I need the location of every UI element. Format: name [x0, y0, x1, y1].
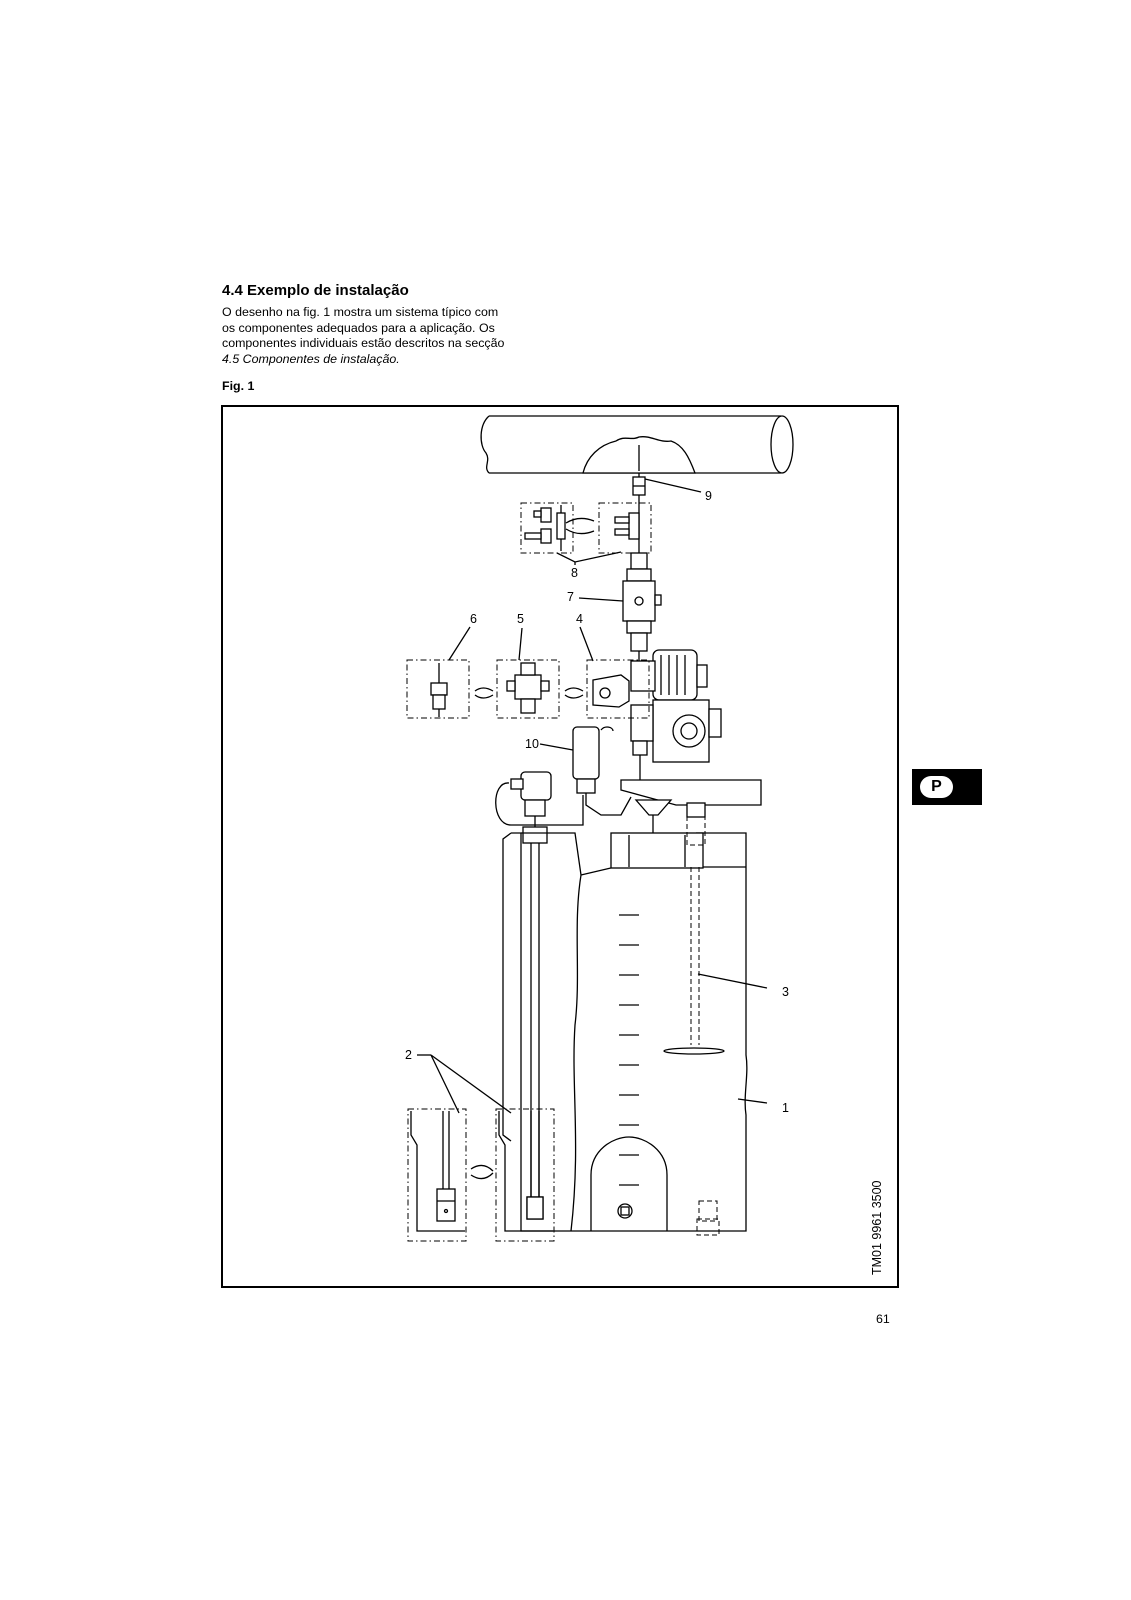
- injection-unit: [632, 476, 646, 496]
- callout-5: 5: [517, 612, 524, 626]
- callout-leaders: [417, 478, 768, 1114]
- figure-label: Fig. 1: [222, 379, 255, 393]
- callout-4: 4: [576, 612, 583, 626]
- pulsation-damper: [622, 552, 662, 652]
- page-number: 61: [876, 1312, 890, 1326]
- callout-10: 10: [525, 737, 539, 751]
- dosing-pump: [630, 649, 722, 790]
- valve-option-boxes: [520, 502, 652, 554]
- callout-7: 7: [567, 590, 574, 604]
- intro-paragraph: O desenho na fig. 1 mostra um sistema tí…: [222, 305, 552, 367]
- section-heading: 4.4 Exemplo de instalação: [222, 282, 409, 299]
- installation-figure: 1 2 3 4 5 6 7 8 9 10 TM01 9961 3500: [221, 405, 899, 1288]
- intro-line-1: O desenho na fig. 1 mostra um sistema tí…: [222, 305, 499, 319]
- figure-frame: [221, 405, 899, 1288]
- callout-9: 9: [705, 489, 712, 503]
- callout-1: 1: [782, 1101, 789, 1115]
- drawing-code: TM01 9961 3500: [870, 1180, 884, 1275]
- language-tab: P: [912, 769, 982, 805]
- suction-option-boxes: [406, 659, 650, 719]
- intro-line-3: componentes individuais estão descritos …: [222, 336, 505, 350]
- installation-diagram: 1 2 3 4 5 6 7 8 9 10 TM01 9961 3500: [221, 405, 899, 1288]
- callout-6: 6: [470, 612, 477, 626]
- suction-lance: [526, 843, 544, 1220]
- pump-console: [620, 779, 762, 835]
- chemical-tank: [502, 802, 748, 1236]
- callout-2: 2: [405, 1048, 412, 1062]
- suction-line-options: [407, 1108, 555, 1242]
- language-tab-label: P: [920, 776, 953, 798]
- callout-3: 3: [782, 985, 789, 999]
- callout-8: 8: [571, 566, 578, 580]
- main-pipe: [480, 415, 794, 474]
- intro-section-reference: 4.5 Componentes de instalação.: [222, 351, 400, 366]
- intro-line-2: os componentes adequados para a aplicaçã…: [222, 320, 495, 335]
- priming-unit: [495, 726, 632, 844]
